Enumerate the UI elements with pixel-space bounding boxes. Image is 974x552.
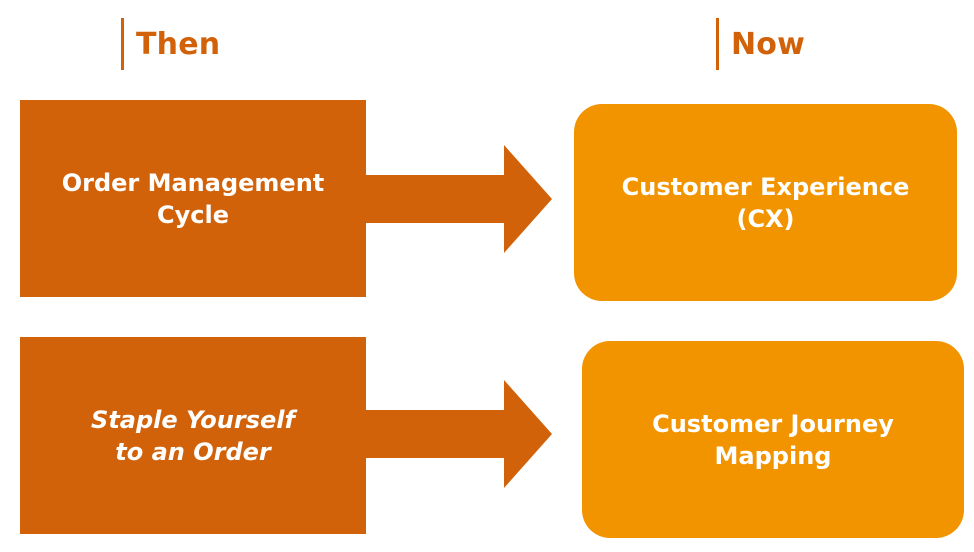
then-heading-bar [121, 18, 124, 70]
arrow-right-shape [360, 380, 552, 488]
then-heading-label: Then [136, 26, 221, 62]
then-box-line-2: Cycle [156, 200, 229, 229]
now-heading-label: Now [731, 26, 806, 62]
now-box-customer-experience: Customer Experience (CX) [574, 104, 957, 301]
now-box-line-1: Customer Journey [652, 409, 894, 438]
then-box-order-management: Order Management Cycle [20, 100, 366, 297]
arrow-right-1 [360, 145, 552, 253]
arrow-right-2 [360, 380, 552, 488]
now-heading-bar [716, 18, 719, 70]
now-box-line-2: Mapping [714, 441, 832, 470]
arrow-right-shape [360, 145, 552, 253]
now-box-customer-journey: Customer Journey Mapping [582, 341, 964, 538]
now-box-line-1: Customer Experience [621, 172, 910, 201]
now-box-line-2: (CX) [736, 204, 795, 233]
then-box-line-1: Order Management [61, 168, 325, 197]
now-heading: Now [716, 18, 805, 70]
then-box-staple-yourself: Staple Yourself to an Order [20, 337, 366, 534]
then-box-line-1: Staple Yourself [91, 405, 295, 434]
then-box-line-2: to an Order [115, 437, 271, 466]
then-heading: Then [121, 18, 220, 70]
